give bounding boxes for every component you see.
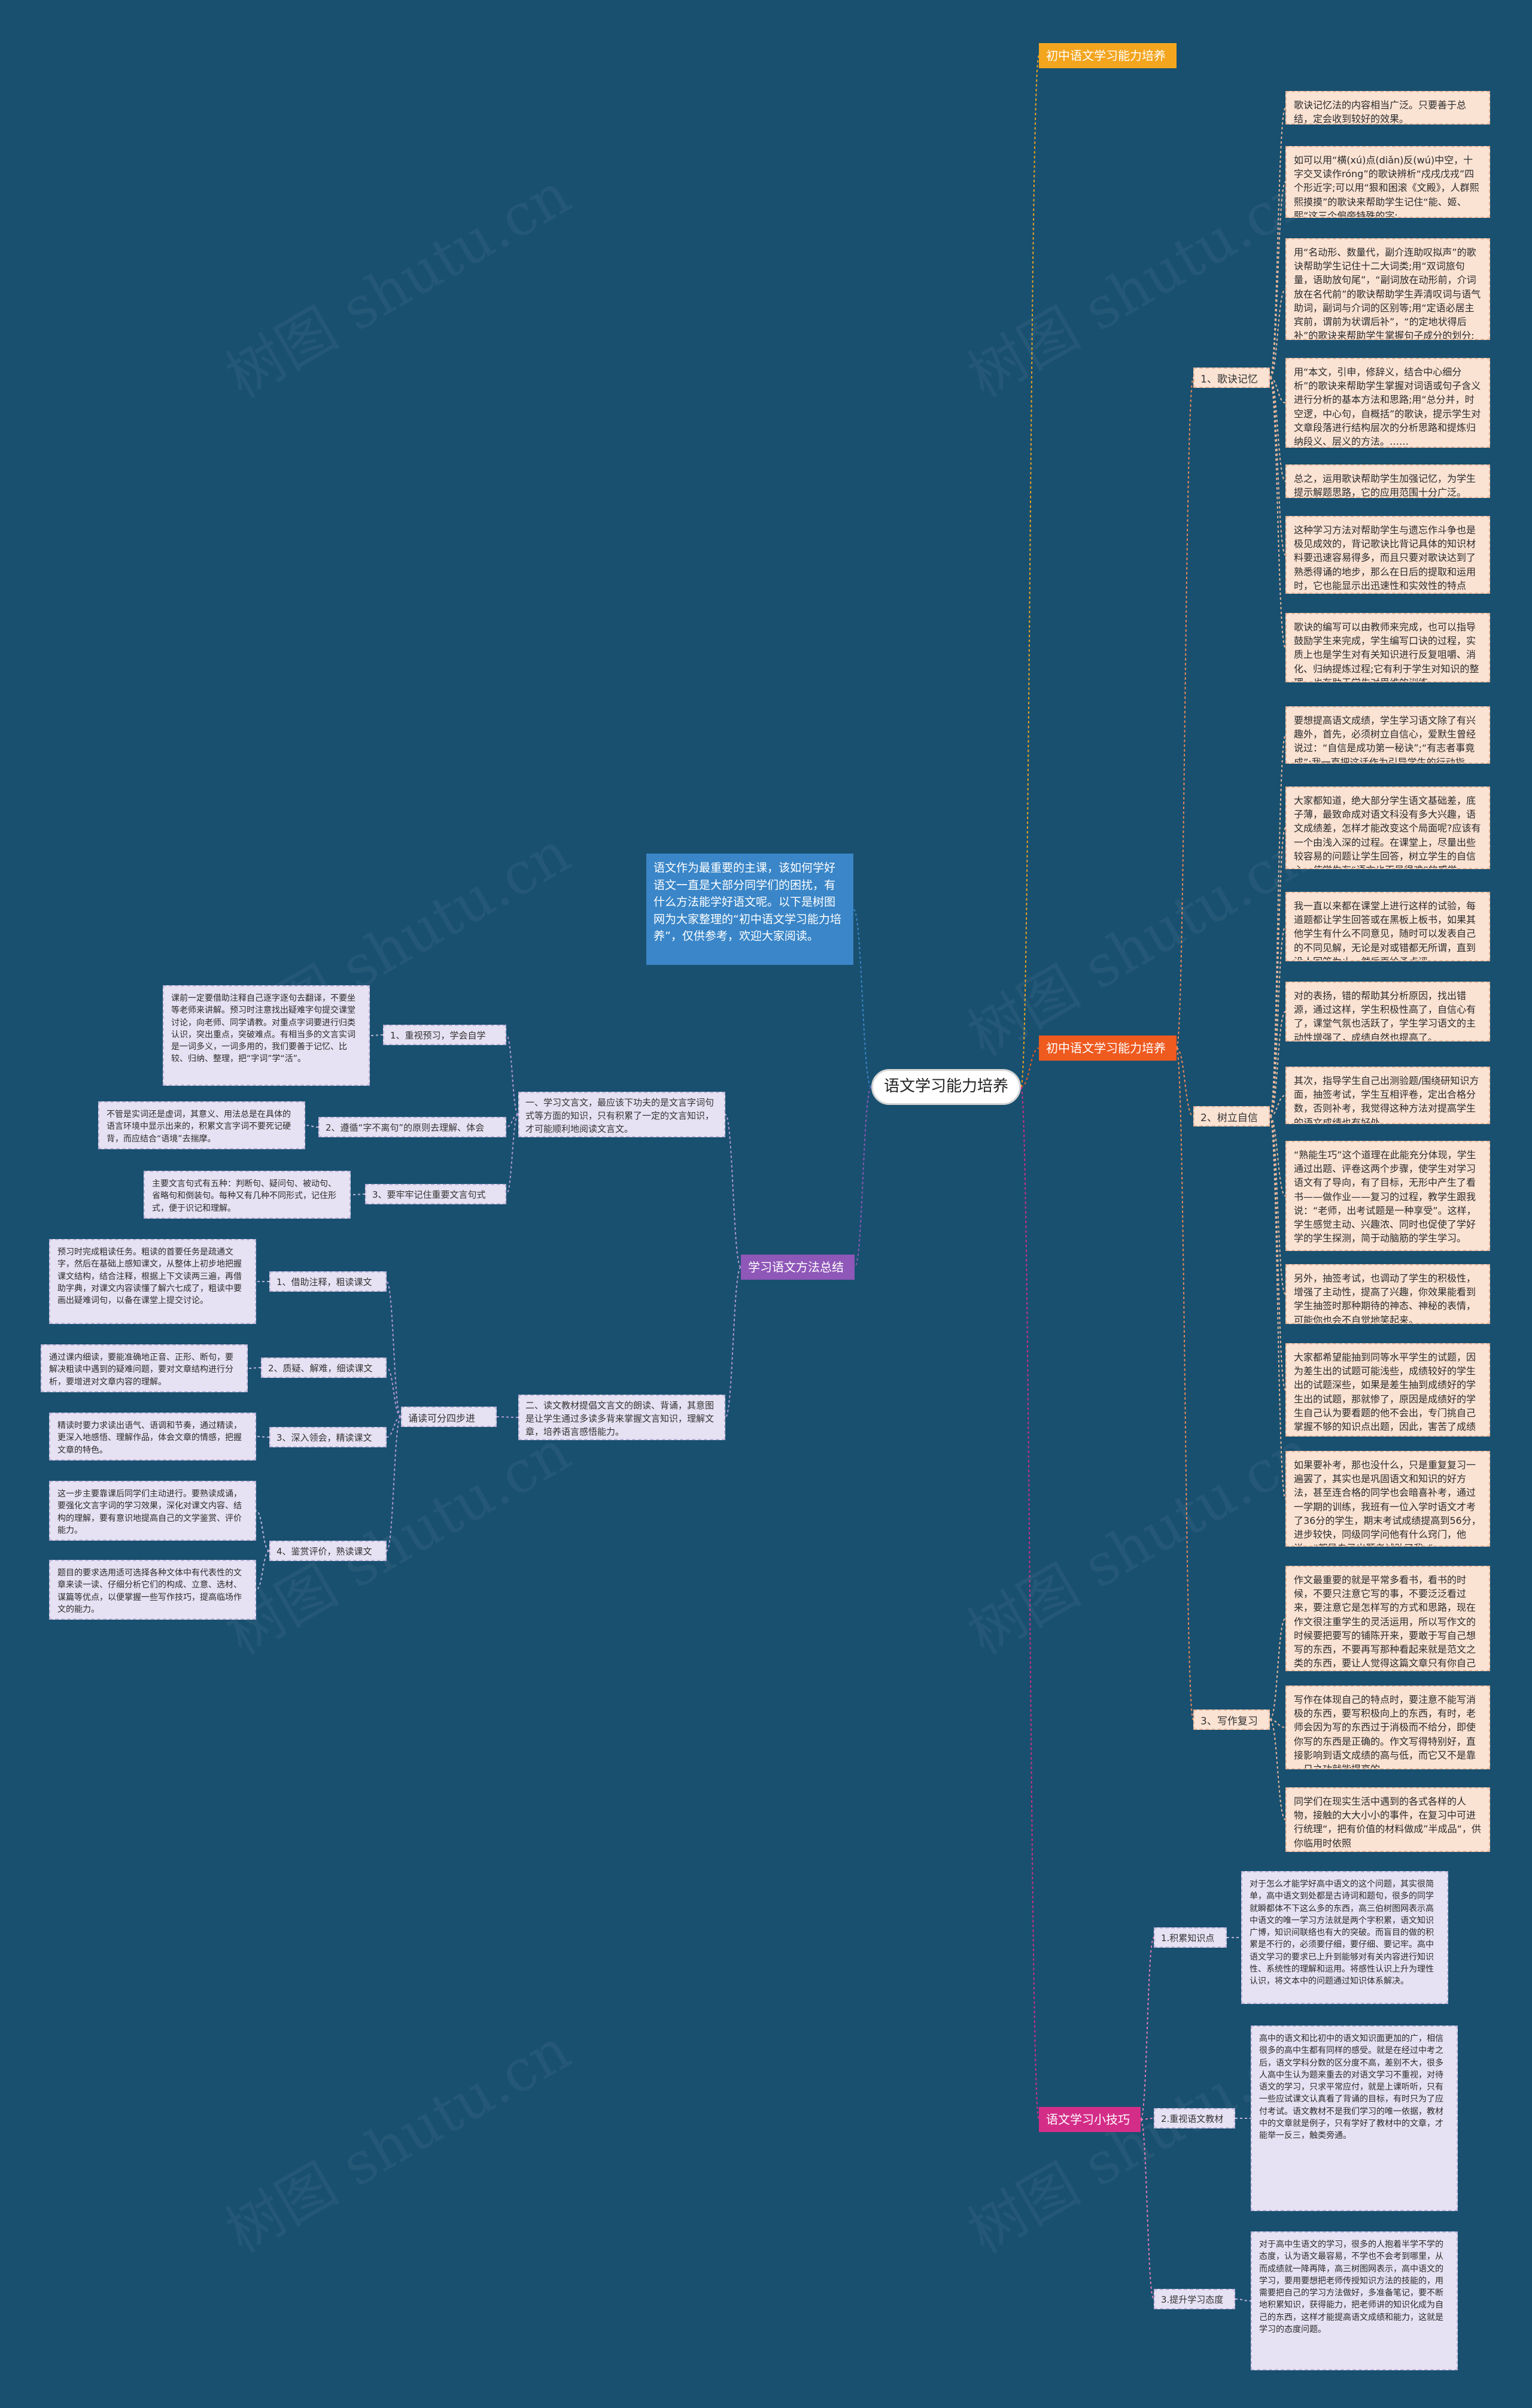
connector [506, 1114, 519, 1128]
connector [1269, 1116, 1286, 1197]
connector [1269, 181, 1286, 378]
leaf-note: 高中的语文和比初中的语文知识面更加的广，相信很多的高中生都有同样的感受。就是在经… [1251, 2026, 1458, 2211]
connector [386, 1416, 402, 1551]
group-recitation[interactable]: 二、读文教材提倡文言文的朗读、背诵，其意图是让学生通过多读多背来掌握文言知识，理… [518, 1395, 725, 1440]
connector [386, 1281, 402, 1417]
recitation-steps-label[interactable]: 诵读可分四步进行： [401, 1407, 497, 1427]
connector [506, 1114, 519, 1195]
tip-attitude[interactable]: 3.提升学习态度 [1154, 2289, 1235, 2309]
leaf-note: 歌诀的编写可以由教师来完成，也可以指导鼓励学生来完成，学生编写口诀的过程，实质上… [1285, 613, 1490, 682]
connector [305, 1125, 319, 1128]
step-intensive-read[interactable]: 3、深入领会，精读课文 [269, 1427, 387, 1447]
group-classical-chinese[interactable]: 一、学习文言文，最应该下功夫的是文言字词句式等方面的知识，只有积累了一定的文言知… [518, 1092, 725, 1137]
connector [1140, 2119, 1154, 2300]
sub-topic-mnemonic[interactable]: 1、歌诀记忆法 [1193, 368, 1270, 388]
leaf-note: 不管是实词还是虚词，其意义、用法总是在具体的语言环境中显示出来的，积累文言字词不… [98, 1101, 305, 1149]
connector [1140, 1937, 1154, 2120]
leaf-note: 对的表扬，错的帮助其分析原因，找出错源，通过这样，学生积极性高了，自信心有了，课… [1285, 982, 1490, 1041]
connector [1269, 926, 1286, 1117]
connector [1269, 1116, 1286, 1390]
connector [1269, 827, 1286, 1117]
leaf-note: 歌诀记忆法的内容相当广泛。只要善于总结，定会收到较好的效果。 [1285, 91, 1490, 125]
leaf-note: 通过课内细读，要能准确地正音、正形、断句，要解决粗读中遇到的疑难问题，要对文章结… [41, 1344, 248, 1392]
leaf-note: 用“名动形、数量代，副介连助叹拟声”的歌诀帮助学生记住十二大词类;用“双词旅句量… [1285, 238, 1490, 340]
connector [1269, 289, 1286, 378]
leaf-note: 预习时完成粗读任务。粗读的首要任务是疏通文字，然后在基础上感知课文，从整体上初步… [49, 1239, 256, 1324]
leaf-note: 主要文言句式有五种：判断句、疑问句、被动句、省略句和倒装句。每种又有几种不同形式… [144, 1171, 351, 1219]
tip-accumulate[interactable]: 1.积累知识点 [1154, 1927, 1227, 1948]
connector [1176, 1047, 1194, 1720]
connector [853, 909, 872, 1088]
connector [1269, 1116, 1286, 1295]
connector [725, 1114, 741, 1268]
branch-topic-1[interactable]: 初中语文学习能力培养 [1039, 43, 1177, 68]
branch-topic-3[interactable]: 学习语文方法总结 [741, 1255, 855, 1280]
leaf-note: 这种学习方法对帮助学生与遗忘作斗争也是极见成效的，背记歌诀比背记具体的知识材料要… [1285, 516, 1490, 594]
connector [506, 1034, 519, 1115]
connector [1269, 1618, 1286, 1720]
connector [725, 1267, 741, 1418]
connector [854, 1086, 872, 1268]
connector [1269, 377, 1286, 403]
connector [1020, 1086, 1039, 2120]
connector [1020, 55, 1039, 1088]
connector [256, 1510, 270, 1551]
leaf-note: 这一步主要靠课后同学们主动进行。要熟读成诵，要强化文言字词的学习效果，深化对课文… [49, 1481, 256, 1541]
sub-topic-confidence[interactable]: 2、树立自信法 [1193, 1106, 1270, 1126]
leaf-note: 对于怎么才能学好高中语文的这个问题，其实很简单，高中语文到处都是古诗词和题句，很… [1241, 1871, 1448, 2004]
leaf-note: 大家都希望能抽到同等水平学生的试题，因为差生出的试题可能浅些，成绩较好的学生出的… [1285, 1343, 1490, 1437]
leaf-note: 要想提高语文成绩，学生学习语文除了有兴趣外，首先，必须树立自信心，爱默生曾经说过… [1285, 706, 1490, 764]
connector [350, 1194, 366, 1195]
step-sentence-patterns[interactable]: 3、要牢牢记住重要文言句式 [365, 1184, 506, 1204]
intro-text: 语文作为最重要的主课，该如何学好语文一直是大部分同学们的困扰，有什么方法能学好语… [646, 854, 853, 965]
leaf-note: 大家都知道，绝大部分学生语文基础差，底子薄，最致命成对语文科没有多大兴趣，语文成… [1285, 787, 1490, 869]
leaf-note: 我一直以来都在课堂上进行这样的试验，每道题都让学生回答或在黑板上板书，如果其他学… [1285, 892, 1490, 961]
leaf-note: 写作在体现自己的特点时，要注意不能写消极的东西，要写积极向上的东西，有时，老师会… [1285, 1686, 1490, 1769]
leaf-note: 如可以用“横(xú)点(diǎn)反(wú)中空，十字交叉读作róng”的歌诀辨… [1285, 146, 1490, 218]
leaf-note: 对于高中生语文的学习，很多的人抱着半学不学的态度，认为语文最容易，不学也不会考到… [1251, 2231, 1458, 2370]
connector [1020, 1047, 1039, 1088]
leaf-note: 其次，指导学生自己出测验题/围绕研知识方面，抽签考试，学生互相评卷，定出合格分数… [1285, 1067, 1490, 1124]
connector [256, 1550, 270, 1590]
leaf-note: 用“本文，引申，修辞义，结合中心细分析”的歌诀来帮助学生掌握对词语或句子含义进行… [1285, 358, 1490, 448]
step-detailed-read[interactable]: 2、质疑、解难，细读课文 [261, 1358, 387, 1378]
connector [1269, 1011, 1286, 1117]
leaf-note: 如果要补考，那也没什么，只是重复复习一遍罢了，其实也是巩固语文和知识的好方法，甚… [1285, 1451, 1490, 1547]
connector [1235, 2298, 1251, 2301]
leaf-note: “熟能生巧”这个道理在此能充分体现，学生通过出题、评卷这两个步骤，使学生对学习语… [1285, 1141, 1490, 1251]
connector [1269, 1116, 1286, 1499]
leaf-note: 总之，运用歌诀帮助学生加强记忆，为学生提示解题思路，它的应用范围十分广泛。 [1285, 464, 1490, 498]
connector [1269, 1719, 1286, 1820]
connector [369, 1034, 384, 1036]
leaf-note: 精读时要力求读出语气、语调和节奏，通过精读，更深入地感悟、理解作品，体会文章的情… [49, 1413, 256, 1460]
branch-topic-2[interactable]: 初中语文学习能力培养 [1039, 1036, 1177, 1061]
connector [1269, 377, 1286, 482]
connector [386, 1367, 402, 1417]
sub-topic-writing[interactable]: 3、写作复习法 [1193, 1709, 1270, 1730]
connector [1269, 107, 1286, 378]
leaf-note: 作文最重要的就是平常多看书，看书的时候，不要只注意它写的事，不要泛泛看过来，要注… [1285, 1566, 1490, 1671]
leaf-note: 题目的要求选用适可选择各种文体中有代表性的文章来读一读、仔细分析它们的构成、立意… [49, 1560, 256, 1620]
leaf-note: 另外，抽签考试，也调动了学生的积极性，增强了主动性，提高了兴趣，你效果能看到学生… [1285, 1264, 1490, 1324]
step-context[interactable]: 2、遵循“字不离句”的原则去理解、体会 [318, 1117, 506, 1137]
root-topic[interactable]: 语文学习能力培养 [871, 1069, 1021, 1105]
branch-topic-4[interactable]: 语文学习小技巧 [1039, 2107, 1141, 2132]
tip-textbook[interactable]: 2.重视语文教材 [1154, 2108, 1235, 2128]
connector [1176, 1047, 1194, 1117]
step-preview[interactable]: 1、重视预习，学会自学 [383, 1025, 506, 1045]
step-rough-read[interactable]: 1、借助注释，粗读课文 [269, 1271, 387, 1292]
connector [1269, 377, 1286, 648]
connector [1269, 377, 1286, 555]
connector [1176, 377, 1194, 1049]
connector [1269, 1719, 1286, 1728]
leaf-note: 课前一定要借助注释自己逐字逐句去翻译，不要坐等老师来讲解。预习时注意找出疑难字句… [163, 985, 370, 1086]
leaf-note: 同学们在现实生活中遇到的各式各样的人物，接触的大大小小的事件，在复习中可进行统理… [1285, 1787, 1490, 1852]
connector [1140, 2118, 1154, 2120]
connector [1269, 1095, 1286, 1117]
connector [386, 1416, 402, 1438]
step-appreciation[interactable]: 4、鉴赏评价，熟读课文 [269, 1541, 387, 1561]
